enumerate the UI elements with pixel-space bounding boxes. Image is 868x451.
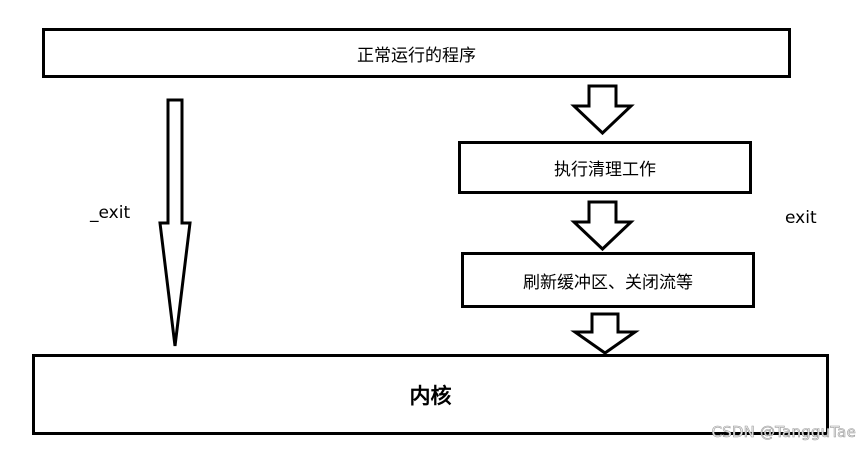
down-arrow-icon [570,200,635,252]
flush-box: 刷新缓冲区、关闭流等 [461,252,755,308]
program-label: 正常运行的程序 [357,45,476,66]
watermark: CSDN @TangguTae [711,423,856,442]
kernel-box: 内核 [32,354,829,435]
down-arrow-icon [570,84,635,136]
kernel-label: 内核 [409,383,452,408]
down-arrow-icon [570,312,640,355]
cleanup-label: 执行清理工作 [554,160,656,180]
exit-direct-arrow-icon [158,98,192,347]
cleanup-box: 执行清理工作 [458,141,752,194]
flush-label: 刷新缓冲区、关闭流等 [523,272,693,293]
underscore-exit-label: _exit [90,203,131,223]
exit-label: exit [785,208,817,228]
program-box: 正常运行的程序 [42,28,791,78]
